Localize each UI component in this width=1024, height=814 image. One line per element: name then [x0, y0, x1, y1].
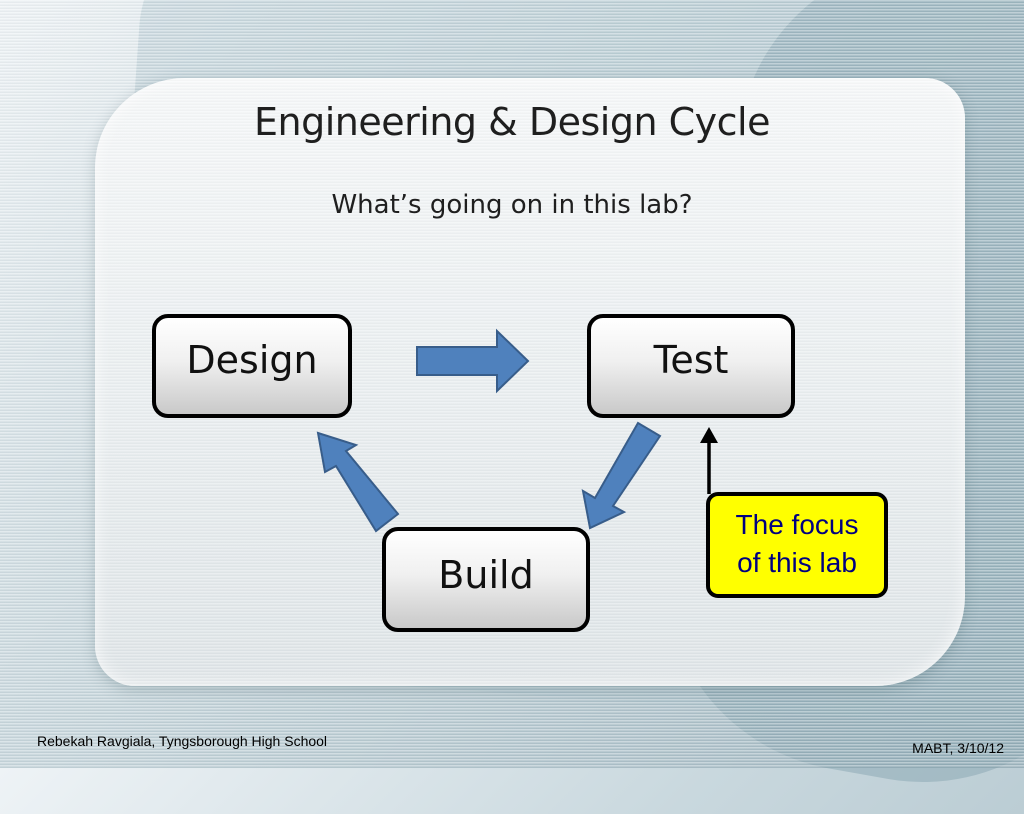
test-node-label: Test: [653, 338, 729, 382]
arrow-design-to-test: [416, 328, 530, 394]
callout-line-1: The focus: [735, 509, 859, 540]
slide-subtitle: What’s going on in this lab?: [331, 190, 693, 220]
test-node: Test: [587, 314, 795, 418]
footer-author: Rebekah Ravgiala, Tyngsborough High Scho…: [37, 733, 328, 749]
footer-date: MABT, 3/10/12: [912, 740, 1004, 756]
arrow-build-to-design: [316, 431, 400, 533]
design-node: Design: [152, 314, 352, 418]
callout-line-2: of this lab: [737, 547, 857, 578]
build-node: Build: [382, 527, 590, 632]
focus-callout: The focus of this lab: [706, 492, 888, 598]
cycle-arrows: [316, 328, 718, 533]
callout-pointer-arrowhead: [700, 427, 718, 443]
design-node-label: Design: [186, 338, 318, 382]
slide-title: Engineering & Design Cycle: [254, 100, 770, 144]
arrow-test-to-build: [581, 421, 662, 530]
build-node-label: Build: [438, 553, 534, 597]
